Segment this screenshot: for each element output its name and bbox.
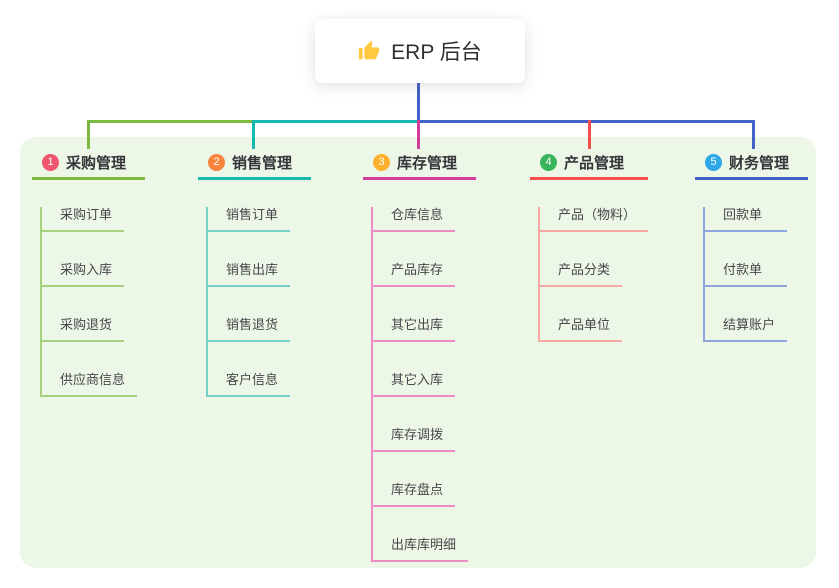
branch-number-badge: 4 [540,153,557,171]
child-node[interactable]: 回款单 [705,207,787,232]
child-node[interactable]: 客户信息 [208,372,291,397]
branch-node[interactable]: 1 采购管理 [32,150,145,180]
root-node-title: ERP 后台 [391,41,482,64]
child-node[interactable]: 库存调拨 [373,427,456,452]
thumbs-up-icon [358,40,380,62]
branch-title-label: 财务管理 [729,154,790,172]
branch-4: 4 产品管理产品（物料） 产品分类产品单位 [530,150,649,342]
child-node[interactable]: 其它入库 [373,372,456,397]
branch-node[interactable]: 5 财务管理 [695,150,808,180]
child-node[interactable]: 供应商信息 [42,372,138,397]
branch-drop-line [87,120,90,149]
branch-5: 5 财务管理回款单付款单结算账户 [695,150,808,342]
child-node[interactable]: 产品分类 [540,262,623,287]
branch-drop-line [252,120,255,149]
branch-children: 产品（物料） 产品分类产品单位 [538,207,649,342]
root-stem-line [417,83,420,123]
branch-children: 销售订单销售出库销售退货客户信息 [206,207,291,397]
branch-number-badge: 2 [208,153,225,171]
branches-background-panel [20,137,816,568]
branch-number-badge: 3 [373,153,390,171]
child-node[interactable]: 销售订单 [208,207,291,232]
branch-drop-line [752,120,755,149]
connector-segment [87,120,253,123]
child-node[interactable]: 库存盘点 [373,482,456,507]
branch-2: 2 销售管理销售订单销售出库销售退货客户信息 [198,150,311,397]
branch-number-badge: 5 [705,153,722,171]
branch-title-label: 销售管理 [232,154,293,172]
branch-title-label: 采购管理 [66,154,127,172]
branch-1: 1 采购管理采购订单采购入库采购退货供应商信息 [32,150,145,397]
branch-3: 3 库存管理仓库信息产品库存其它出库其它入库库存调拨库存盘点出库库明细 [363,150,476,562]
child-node[interactable]: 仓库信息 [373,207,456,232]
branch-title-label: 产品管理 [564,154,625,172]
child-node[interactable]: 产品（物料） [540,207,649,232]
child-node[interactable]: 其它出库 [373,317,456,342]
child-node[interactable]: 付款单 [705,262,787,287]
branch-children: 仓库信息产品库存其它出库其它入库库存调拨库存盘点出库库明细 [371,207,469,562]
branch-node[interactable]: 2 销售管理 [198,150,311,180]
branch-children: 采购订单采购入库采购退货供应商信息 [40,207,138,397]
branch-children: 回款单付款单结算账户 [703,207,788,342]
branch-node[interactable]: 3 库存管理 [363,150,476,180]
branch-node[interactable]: 4 产品管理 [530,150,649,180]
connector-segment [253,120,418,123]
child-node[interactable]: 销售出库 [208,262,291,287]
branch-drop-line [417,120,420,149]
connector-segment [418,120,755,123]
branch-drop-line [588,120,591,149]
child-node[interactable]: 销售退货 [208,317,291,342]
branch-title-label: 库存管理 [397,154,458,172]
root-node[interactable]: ERP 后台 [315,19,525,83]
child-node[interactable]: 出库库明细 [373,537,469,562]
child-node[interactable]: 结算账户 [705,317,788,342]
child-node[interactable]: 采购订单 [42,207,125,232]
child-node[interactable]: 产品单位 [540,317,623,342]
child-node[interactable]: 采购退货 [42,317,125,342]
child-node[interactable]: 采购入库 [42,262,125,287]
child-node[interactable]: 产品库存 [373,262,456,287]
branch-number-badge: 1 [42,153,59,171]
